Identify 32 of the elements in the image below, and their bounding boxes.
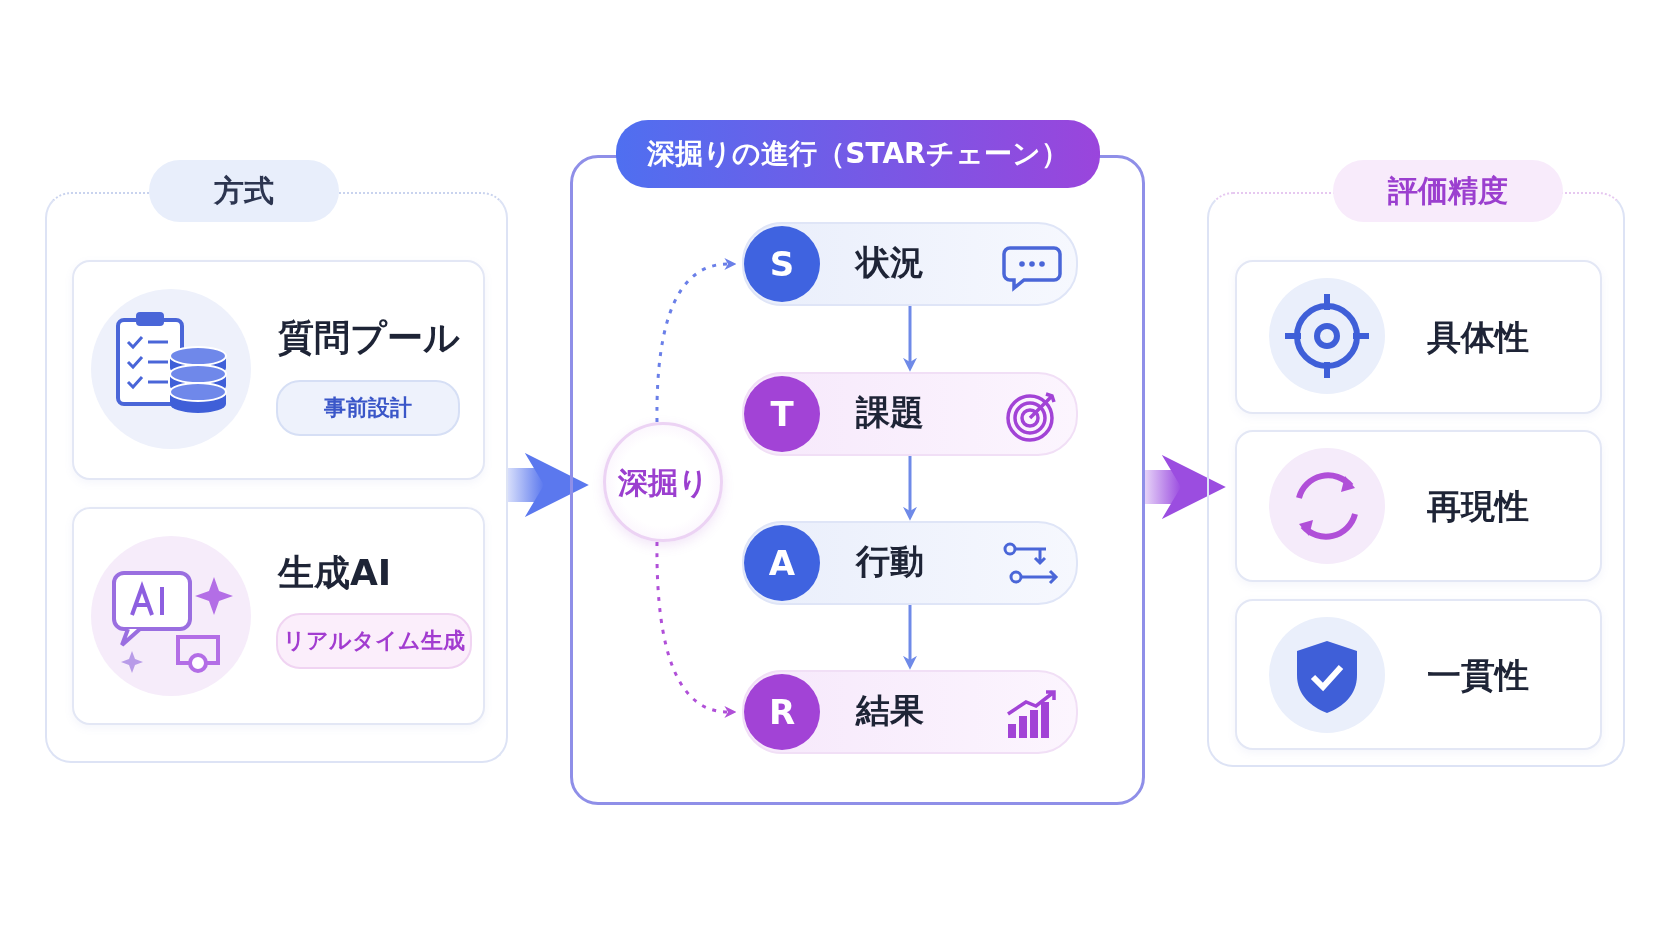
arrow xyxy=(655,542,737,718)
criterion-label: 再現性 xyxy=(1427,485,1529,528)
step-label: 行動 xyxy=(856,540,924,583)
card-title: 生成AI xyxy=(278,551,392,595)
method-card xyxy=(72,507,485,725)
arrow xyxy=(903,306,917,372)
arrow xyxy=(655,258,737,422)
panel-heading: 方式 xyxy=(148,160,339,222)
criterion-label: 具体性 xyxy=(1427,316,1529,359)
letter-badge: S xyxy=(744,226,820,302)
letter-badge: A xyxy=(744,525,820,601)
letter-badge: R xyxy=(744,674,820,750)
arrow xyxy=(903,456,917,521)
flow-arrow xyxy=(508,453,589,517)
circle-label: 深掘り xyxy=(616,464,710,502)
criterion-label: 一貫性 xyxy=(1427,653,1529,697)
method-card xyxy=(72,260,485,480)
tag-pill: 事前設計 xyxy=(276,380,460,436)
flow-arrow xyxy=(1145,455,1226,519)
step-label: 結果 xyxy=(856,689,924,732)
card-title: 質問プール xyxy=(278,316,460,360)
criterion-card xyxy=(1235,599,1602,750)
criterion-card xyxy=(1235,430,1602,582)
step-label: 状況 xyxy=(856,241,924,284)
arrow xyxy=(903,605,917,670)
step-label: 課題 xyxy=(856,391,924,434)
letter-badge: T xyxy=(744,376,820,452)
process-panel xyxy=(570,120,1145,805)
criterion-card xyxy=(1235,260,1602,414)
panel-heading: 評価精度 xyxy=(1333,160,1563,222)
panel-heading: 深掘りの進行（STARチェーン） xyxy=(616,120,1100,188)
tag-pill: リアルタイム生成 xyxy=(276,613,472,669)
